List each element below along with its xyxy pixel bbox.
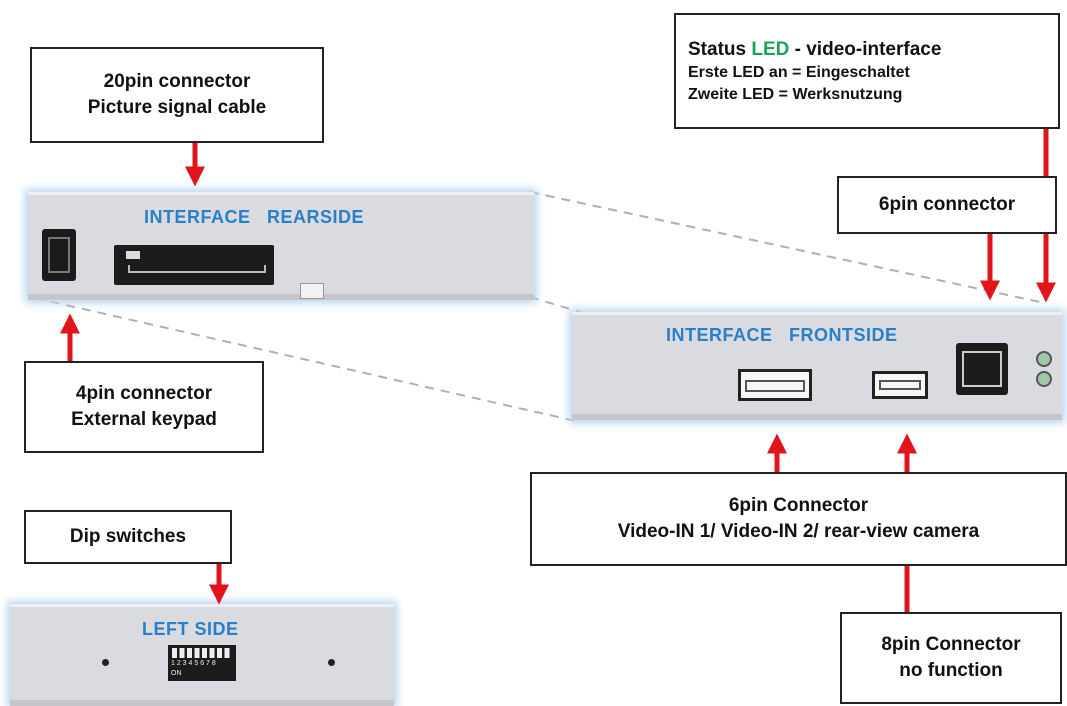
guide-line-top: [529, 191, 1041, 303]
screw-hole-right: [328, 659, 335, 666]
callout-4pin: 4pin connector External keypad: [24, 361, 264, 453]
callout-6pin-top: 6pin connector: [837, 176, 1057, 234]
screw-hole-left: [102, 659, 109, 666]
rear-sticker: [300, 283, 324, 299]
6pin-video-port: [872, 371, 928, 399]
8pin-port: [738, 369, 812, 401]
callout-20pin: 20pin connector Picture signal cable: [30, 47, 324, 143]
dip-switch-block: 1 2 3 4 5 6 7 8 ON: [168, 645, 236, 681]
dip-on-label: ON: [171, 670, 182, 677]
20pin-port: [114, 245, 274, 285]
dip-numbers: 1 2 3 4 5 6 7 8: [171, 660, 216, 667]
callout-8pin: 8pin Connector no function: [840, 612, 1062, 704]
guide-line-bottom: [34, 297, 581, 423]
rearside-label: INTERFACE REARSIDE: [144, 207, 365, 227]
status-led-2: [1036, 371, 1052, 387]
guide-line-middle: [529, 296, 581, 313]
callout-dip-switches: Dip switches: [24, 510, 232, 564]
callout-6pin-bottom: 6pin Connector Video-IN 1/ Video-IN 2/ r…: [530, 472, 1067, 566]
callout-status-led: Status LED - video-interface Erste LED a…: [674, 13, 1060, 129]
4pin-port: [42, 229, 76, 281]
status-led-1: [1036, 351, 1052, 367]
6pin-port: [956, 343, 1008, 395]
leftside-label: LEFT SIDE: [142, 619, 239, 639]
frontside-label: INTERFACE FRONTSIDE: [666, 325, 898, 345]
leftside-panel: LEFT SIDE 1 2 3 4 5 6 7 8 ON: [10, 604, 394, 706]
rearside-panel: INTERFACE REARSIDE: [28, 192, 534, 300]
frontside-panel: INTERFACE FRONTSIDE: [572, 312, 1062, 420]
